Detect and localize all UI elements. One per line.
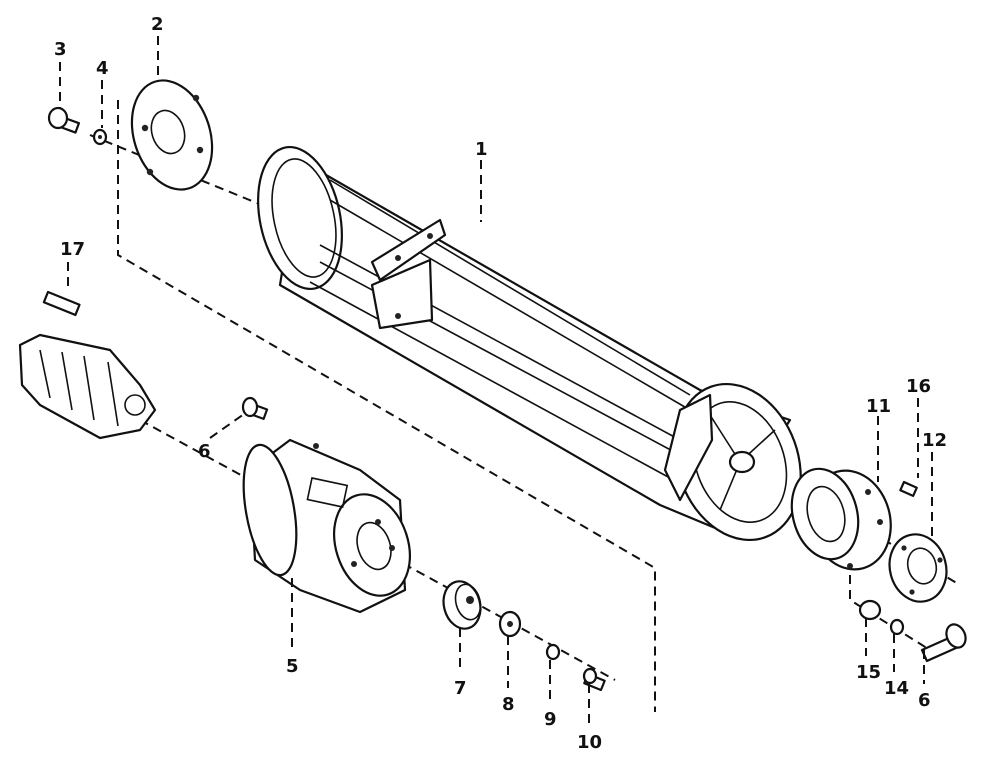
plate-spline [150, 109, 186, 155]
callout-1: 1 [475, 139, 488, 160]
part-17-stud [42, 290, 81, 317]
fin-bolt-c [395, 313, 401, 319]
bearing-dot-1 [901, 545, 907, 551]
screw-10-head [582, 667, 598, 685]
bearing-housing-bore [806, 485, 846, 543]
part-14-nut [889, 618, 905, 636]
motor-housing-bore [356, 521, 392, 571]
housing-left-flange-inner [271, 158, 337, 278]
flange-hub [728, 450, 756, 474]
callout-6-upper: 6 [198, 441, 211, 462]
callout-4: 4 [96, 58, 109, 79]
washer-4-hole [98, 135, 102, 139]
pulley-hub [466, 596, 474, 604]
part-2-flange-plate [130, 79, 214, 191]
bearing-hole-2 [877, 519, 883, 525]
motor-hole-2 [389, 545, 395, 551]
part-9-nut [545, 643, 561, 661]
washer-8-hole [507, 621, 513, 627]
motor-hole-1 [375, 519, 381, 525]
housing-right-flange-inner [692, 401, 788, 523]
callout-14: 14 [884, 678, 909, 699]
part-1-housing [257, 145, 802, 542]
housing-fin-right [663, 393, 714, 502]
nut-14-body [889, 618, 905, 636]
housing-rib-2 [329, 199, 691, 411]
callout-8: 8 [502, 694, 515, 715]
housing-fin-upper [370, 218, 447, 282]
bearing-inner [906, 547, 938, 585]
part-10-screw [582, 667, 606, 692]
gearbox-detail-4 [107, 361, 119, 427]
pulley-teeth [454, 583, 482, 621]
callout-labels: 3 2 4 1 17 16 11 12 6 5 7 8 9 10 15 14 6 [54, 14, 947, 753]
motor-hole-4 [313, 443, 319, 449]
callout-9: 9 [544, 709, 557, 730]
part-5-motor-housing [242, 438, 411, 614]
gearbox-detail-1 [39, 349, 51, 399]
plate-hole-2 [192, 94, 200, 102]
part-3-bolt [47, 106, 81, 134]
motor-housing-face [333, 493, 411, 597]
housing-fin-lower [370, 258, 434, 330]
washer-15-ring [858, 599, 882, 621]
part-7-pulley [442, 580, 482, 630]
part-6-bolt-upper [241, 396, 269, 420]
fin-bolt-a [395, 255, 401, 261]
bolt-3-head [47, 106, 69, 130]
callout-6-lower: 6 [918, 690, 931, 711]
fin-bolt-b [427, 233, 433, 239]
callout-11: 11 [866, 396, 891, 417]
housing-rib-1 [329, 179, 691, 396]
gearbox-detail-3 [83, 355, 95, 421]
bearing-dot-2 [937, 557, 943, 563]
motor-hole-3 [351, 561, 357, 567]
motor-housing-flange [242, 443, 298, 577]
bolt-6-upper-head [241, 396, 259, 418]
callout-17: 17 [60, 239, 85, 260]
part-11-bearing-housing [790, 467, 892, 571]
part-15-washer [858, 599, 882, 621]
callout-10: 10 [577, 732, 602, 753]
callout-15: 15 [856, 662, 881, 683]
callout-5: 5 [286, 656, 299, 677]
nut-9-body [545, 643, 561, 661]
part-8-washer [498, 610, 522, 638]
part-4-washer [92, 128, 108, 146]
bolt-6-lower-head [945, 623, 967, 649]
gearbox-shaft [124, 394, 146, 416]
motor-housing-plate [306, 477, 349, 508]
bearing-hole-3 [847, 563, 853, 569]
stud-17-body [42, 290, 81, 317]
callout-leaders [59, 36, 933, 725]
callout-16: 16 [906, 376, 931, 397]
callout-2: 2 [151, 14, 164, 35]
part-16-set-screw [899, 480, 918, 498]
part-6-bolt-lower [920, 623, 967, 663]
gearbox-unit [18, 333, 157, 440]
callout-12: 12 [922, 430, 947, 451]
bearing-dot-3 [909, 589, 915, 595]
bearing-housing-front [790, 467, 860, 561]
gearbox-detail-2 [61, 351, 73, 411]
callout-7: 7 [454, 678, 467, 699]
bearing-outer [888, 533, 948, 603]
set-screw-16-body [899, 480, 918, 498]
part-12-bearing [888, 533, 948, 603]
plate-disc [130, 79, 214, 191]
leader-6-upper [209, 413, 245, 439]
gearbox-body [18, 333, 157, 440]
callout-3: 3 [54, 39, 67, 60]
bearing-hole-1 [865, 489, 871, 495]
plate-hole-4 [146, 168, 154, 176]
plate-hole-3 [196, 146, 204, 154]
axis-frame-left [117, 100, 656, 712]
plate-hole-1 [141, 124, 149, 132]
housing-rib-5 [309, 281, 671, 479]
housing-left-flange [257, 145, 343, 291]
